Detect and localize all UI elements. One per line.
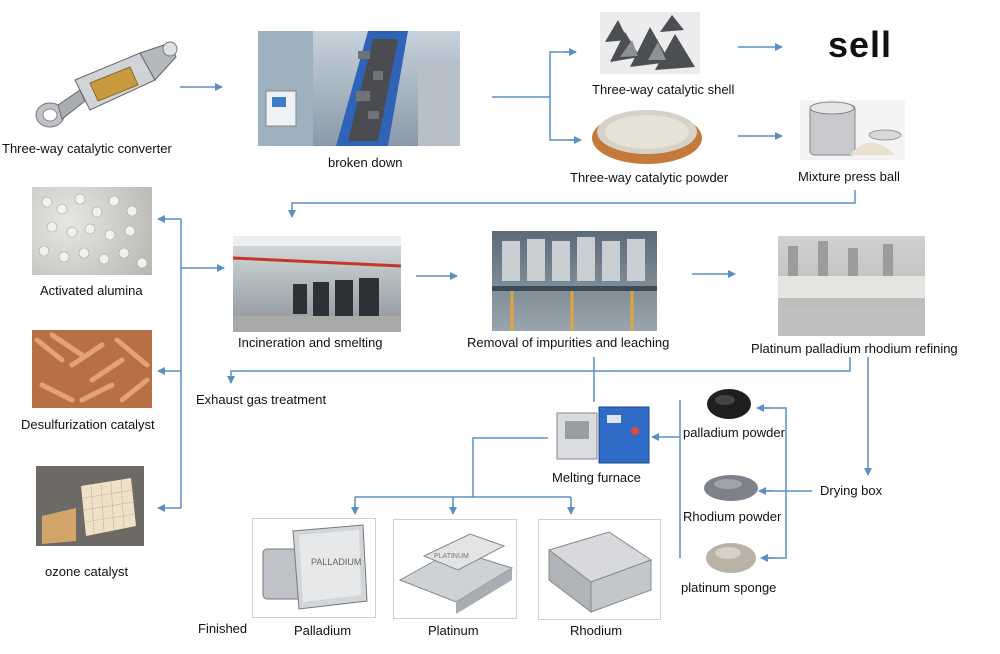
ozone-label: ozone catalyst — [45, 564, 129, 579]
sell-label: sell — [828, 24, 893, 65]
refining-label: Platinum palladium rhodium refining — [751, 341, 958, 356]
platinum-sponge-image — [704, 534, 759, 576]
ozone-image — [36, 466, 144, 546]
alumina-label: Activated alumina — [40, 283, 143, 298]
palladium-ingot-image: PALLADIUM — [252, 518, 376, 618]
converter-label: Three-way catalytic converter — [2, 141, 172, 156]
rhodium-ingot-image — [538, 519, 661, 620]
refining-image — [778, 236, 925, 336]
palladium-ingot-text: PALLADIUM — [311, 557, 361, 567]
exhaust-label: Exhaust gas treatment — [196, 392, 327, 407]
rhodium-label: Rhodium — [570, 623, 623, 638]
powder-image — [590, 100, 705, 165]
incineration-label: Incineration and smelting — [238, 335, 383, 350]
broken-down-image — [258, 31, 460, 146]
platinum-label: Platinum — [428, 623, 479, 638]
removal-label: Removal of impurities and leaching — [467, 335, 670, 350]
palladium-powder-image — [705, 382, 753, 422]
desulf-label: Desulfurization catalyst — [21, 417, 155, 432]
rhodium-powder-label: Rhodium powder — [683, 509, 782, 524]
alumina-image — [32, 187, 152, 275]
arrow-press-to-incineration — [288, 190, 856, 218]
finished-label: Finished — [198, 621, 248, 636]
arrow-powders-to-furnace — [652, 400, 681, 558]
arrow-broken-branch — [492, 51, 580, 141]
platinum-sponge-label: platinum sponge — [681, 580, 777, 595]
shell-image — [600, 12, 700, 74]
desulf-image — [32, 330, 152, 408]
rhodium-powder-image — [702, 468, 760, 504]
removal-image — [492, 231, 657, 331]
palladium-powder-label: palladium powder — [683, 425, 785, 440]
press-ball-image — [800, 100, 905, 160]
drying-box-label: Drying box — [820, 483, 883, 498]
shell-label: Three-way catalytic shell — [592, 82, 735, 97]
arrow-furnace-to-ingots — [354, 437, 572, 513]
platinum-ingot-image: PLATINUM — [393, 519, 517, 619]
powder-label: Three-way catalytic powder — [570, 170, 729, 185]
platinum-ingot-text: PLATINUM — [434, 553, 469, 560]
melting-furnace-image — [555, 401, 652, 466]
press-ball-label: Mixture press ball — [798, 169, 900, 184]
broken-down-label: broken down — [328, 155, 403, 170]
melting-furnace-label: Melting furnace — [552, 470, 641, 485]
palladium-label: Palladium — [294, 623, 352, 638]
converter-image — [30, 35, 180, 135]
incineration-image — [233, 236, 401, 332]
arrow-exhaust — [227, 357, 851, 384]
